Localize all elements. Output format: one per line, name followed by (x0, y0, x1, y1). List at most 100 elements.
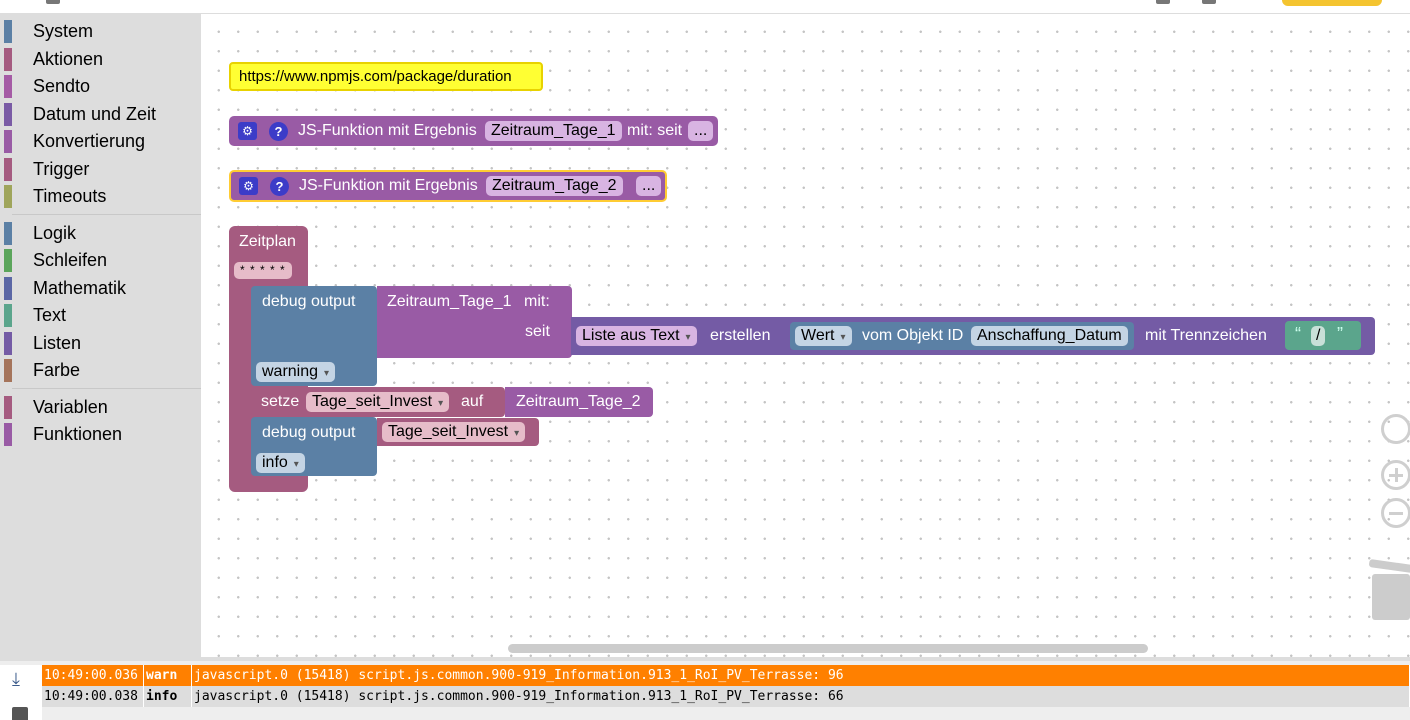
category-color-swatch (4, 221, 12, 245)
toolbox-category[interactable]: Schleifen (0, 247, 201, 275)
comment-text: https://www.npmjs.com/package/duration (239, 68, 512, 85)
top-toolbar (0, 0, 1410, 14)
dropdown-arrow-icon: ▾ (514, 428, 520, 439)
open-quote: “ (1295, 324, 1301, 344)
log-level-value: info (262, 454, 288, 471)
category-label: Trigger (33, 158, 90, 179)
cron-field[interactable]: * * * * * (234, 262, 292, 279)
gear-icon[interactable]: ⚙ (238, 122, 257, 140)
help-icon[interactable]: ? (269, 122, 288, 141)
category-label: Text (33, 305, 67, 326)
list-type-dropdown[interactable]: Liste aus Text ▾ (576, 326, 697, 346)
toolbox-separator (12, 387, 201, 389)
category-color-swatch (4, 20, 12, 43)
recenter-icon[interactable] (1381, 414, 1410, 444)
function-name-field[interactable]: Zeitraum_Tage_1 (485, 121, 622, 141)
separator-value-field[interactable]: / (1311, 326, 1326, 346)
log-level: warn (144, 665, 192, 686)
object-value-block[interactable]: Wert▾ vom Objekt ID Anschaffung_Datum (790, 322, 1134, 350)
function-name-field[interactable]: Zeitraum_Tage_2 (486, 176, 623, 196)
separator-text-block[interactable]: “ / ” (1285, 321, 1361, 350)
toolbar-icon[interactable] (1156, 0, 1170, 4)
trash-lid (1368, 558, 1410, 574)
set-variable-block[interactable]: setze Tage_seit_Invest▾ auf (251, 387, 505, 417)
category-label: Variablen (33, 396, 108, 417)
log-level: info (144, 686, 192, 707)
debug-output-block-1[interactable]: debug output warning▾ (251, 286, 377, 386)
function-params: mit: seit (627, 122, 683, 139)
object-id-field[interactable]: Anschaffung_Datum (971, 326, 1128, 346)
function-label: JS-Funktion mit Ergebnis (299, 177, 478, 194)
help-icon[interactable]: ? (270, 177, 289, 196)
toolbar-icon[interactable] (46, 0, 60, 4)
category-label: Mathematik (33, 277, 127, 298)
trash-body (1372, 574, 1410, 620)
toolbox-category[interactable]: System (0, 18, 201, 46)
object-field-value: Wert (801, 327, 835, 344)
category-label: Sendto (33, 76, 91, 97)
category-label: Logik (33, 222, 77, 243)
call-mit: mit: (524, 293, 550, 310)
log-time: 10:49:00.038 (42, 686, 144, 707)
function-call-block[interactable]: Zeitraum_Tage_1 mit: seit (377, 286, 572, 358)
function-label: JS-Funktion mit Ergebnis (298, 122, 477, 139)
variable-get-block[interactable]: Tage_seit_Invest▾ (377, 418, 539, 446)
toolbox-category[interactable]: Trigger (0, 156, 201, 184)
minus-h (1389, 512, 1403, 515)
gear-icon[interactable]: ⚙ (239, 177, 258, 195)
delete-log-icon[interactable] (12, 707, 28, 720)
variable-dropdown[interactable]: Tage_seit_Invest▾ (306, 392, 450, 412)
toolbox-category[interactable]: Sendto (0, 73, 201, 101)
log-msg: javascript.0 (15418) script.js.common.90… (192, 665, 1410, 686)
dropdown-arrow-icon: ▾ (685, 332, 691, 343)
toolbox-category[interactable]: Konvertierung (0, 128, 201, 156)
list-type-value: Liste aus Text (582, 327, 680, 344)
dropdown-arrow-icon: ▾ (438, 398, 444, 409)
separator-label: mit Trennzeichen (1145, 327, 1267, 344)
log-level-dropdown[interactable]: info▾ (256, 453, 305, 473)
category-color-swatch (4, 185, 12, 208)
zoom-out-icon[interactable] (1381, 498, 1410, 528)
toolbox-category[interactable]: Aktionen (0, 46, 201, 74)
log-time: 10:49:00.036 (42, 665, 144, 686)
list-create-label: erstellen (710, 327, 771, 344)
toolbox-category[interactable]: Logik (0, 220, 201, 248)
zoom-in-icon[interactable] (1381, 460, 1410, 490)
function-call-block-2[interactable]: Zeitraum_Tage_2 (505, 387, 653, 417)
close-quote: ” (1337, 324, 1343, 344)
blockly-workspace[interactable]: https://www.npmjs.com/package/duration ⚙… (201, 14, 1410, 657)
log-msg: javascript.0 (15418) script.js.common.90… (192, 686, 1410, 707)
function-body-button[interactable]: ... (636, 176, 662, 196)
horizontal-scrollbar[interactable] (508, 644, 1148, 653)
category-label: Funktionen (33, 424, 123, 445)
category-color-swatch (4, 276, 12, 300)
category-label: Konvertierung (33, 131, 146, 152)
log-level-dropdown[interactable]: warning▾ (256, 362, 336, 382)
js-function-block-2[interactable]: ⚙ ? JS-Funktion mit Ergebnis Zeitraum_Ta… (229, 170, 667, 202)
toolbox-category[interactable]: Farbe (0, 357, 201, 385)
toolbox-category[interactable]: Text (0, 302, 201, 330)
trash-icon[interactable] (1368, 558, 1410, 620)
toolbox-category[interactable]: Funktionen (0, 421, 201, 449)
comment-block[interactable]: https://www.npmjs.com/package/duration (229, 62, 543, 91)
toolbox-category[interactable]: Listen (0, 330, 201, 358)
toolbox-category[interactable]: Timeouts (0, 183, 201, 211)
toolbar-icon[interactable] (1202, 0, 1216, 4)
toolbox-separator (12, 213, 201, 215)
js-function-block-1[interactable]: ⚙ ? JS-Funktion mit Ergebnis Zeitraum_Ta… (229, 116, 718, 146)
function-body-button[interactable]: ... (688, 121, 714, 141)
category-color-swatch (4, 75, 12, 98)
debug-output-block-2[interactable]: debug output info▾ (251, 417, 377, 476)
object-field-dropdown[interactable]: Wert▾ (795, 326, 852, 346)
debug-label: debug output (262, 293, 356, 310)
scroll-down-icon[interactable]: ⤓ (12, 669, 20, 689)
category-label: System (33, 21, 94, 42)
toolbox-category[interactable]: Datum und Zeit (0, 101, 201, 129)
category-label: Datum und Zeit (33, 103, 157, 124)
toolbox-category[interactable]: Mathematik (0, 275, 201, 303)
category-label: Farbe (33, 360, 81, 381)
toolbox-category[interactable]: Variablen (0, 394, 201, 422)
variable-dropdown[interactable]: Tage_seit_Invest▾ (382, 422, 526, 442)
